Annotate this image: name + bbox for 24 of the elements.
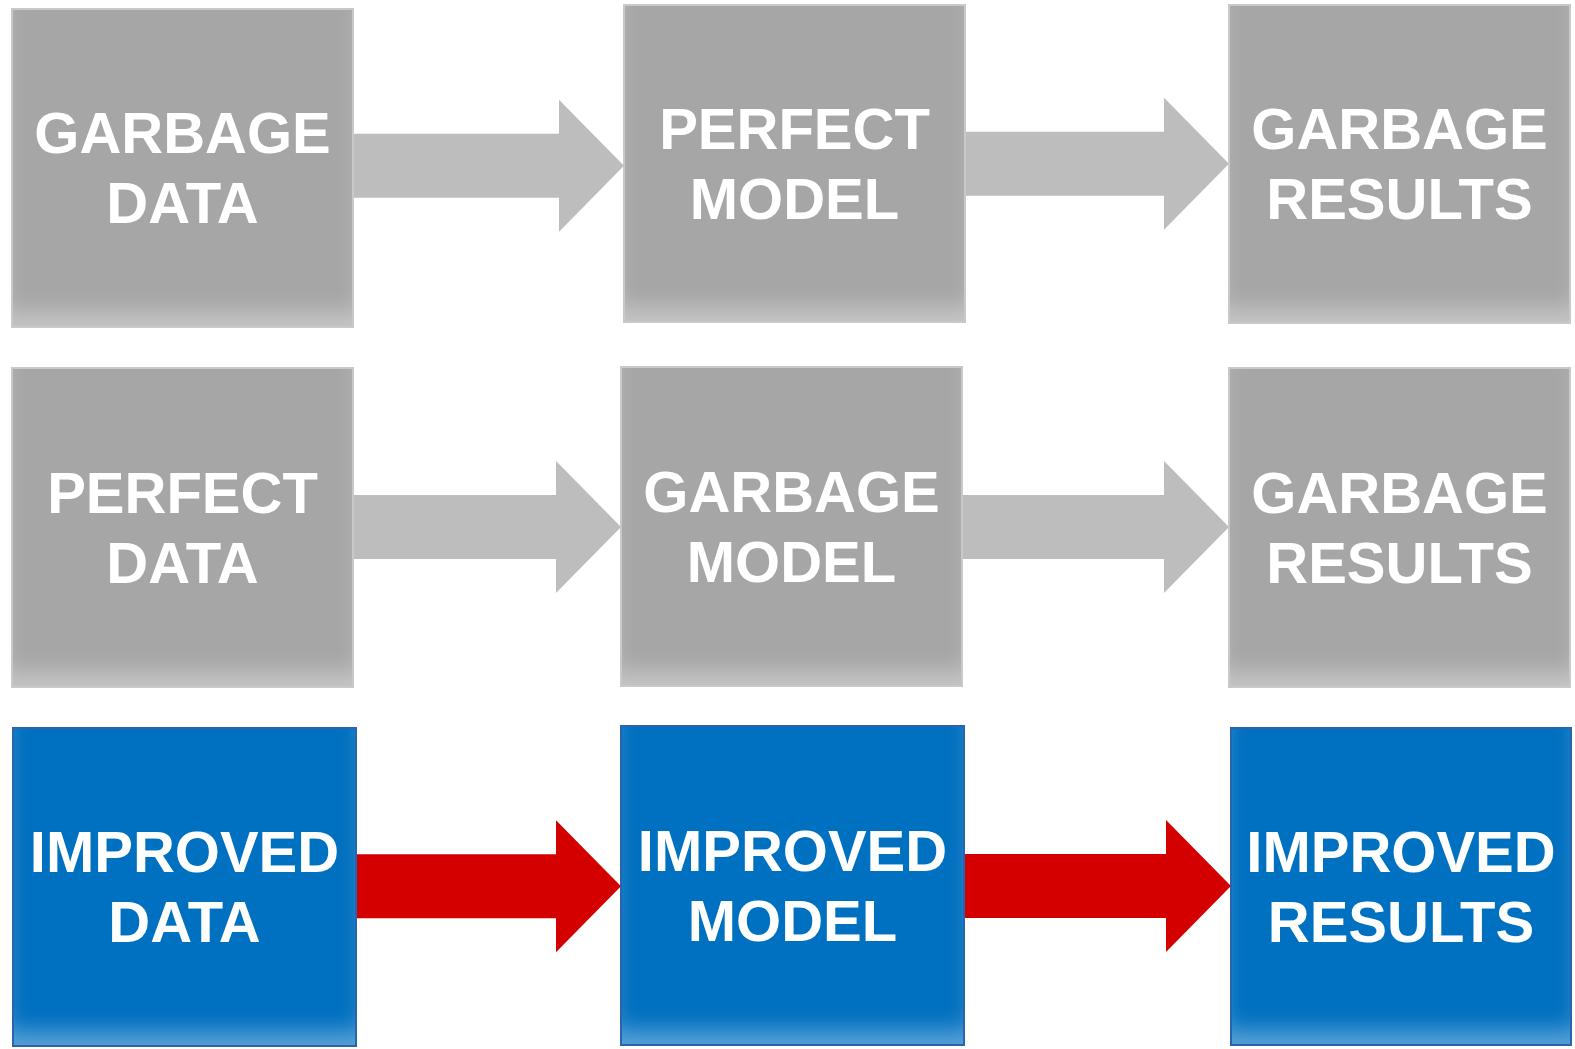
- block-arrow: [357, 820, 621, 953]
- block-arrow: [966, 97, 1229, 230]
- process-box: [12, 727, 357, 1047]
- box-label: PERFECT MODEL: [658, 94, 931, 233]
- process-box: [1228, 367, 1571, 688]
- box-label: GARBAGE RESULTS: [1250, 458, 1549, 597]
- block-arrow: [354, 461, 621, 593]
- process-box: [620, 725, 965, 1046]
- process-box: [620, 366, 963, 687]
- process-box: [11, 367, 354, 688]
- process-box: [623, 4, 966, 323]
- block-arrow: [354, 99, 624, 232]
- box-label: GARBAGE MODEL: [642, 457, 941, 596]
- box-label: IMPROVED RESULTS: [1245, 817, 1557, 956]
- process-box: [1228, 4, 1571, 324]
- box-label: GARBAGE RESULTS: [1250, 95, 1549, 233]
- process-box: [1230, 727, 1572, 1046]
- box-label: GARBAGE DATA: [33, 99, 332, 237]
- box-label: IMPROVED MODEL: [636, 816, 949, 955]
- block-arrow: [965, 820, 1231, 952]
- block-arrow: [963, 461, 1229, 593]
- process-box: [11, 8, 354, 328]
- box-label: IMPROVED DATA: [28, 818, 341, 956]
- box-label: PERFECT DATA: [46, 458, 319, 597]
